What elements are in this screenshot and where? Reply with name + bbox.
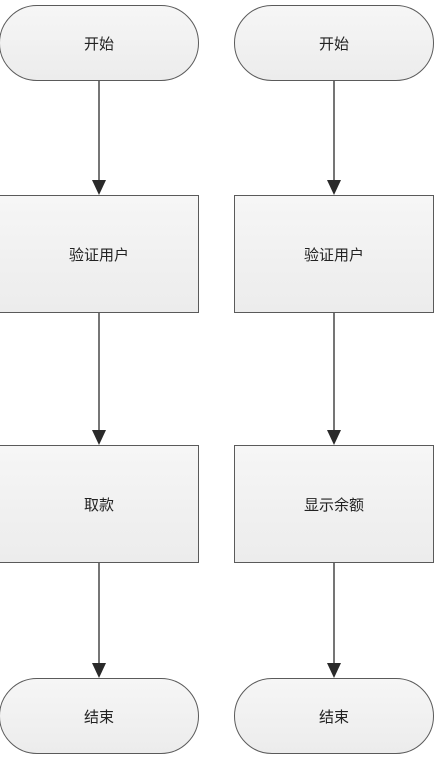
left-withdraw-label: 取款 [83, 495, 114, 514]
right-show-balance-node: 显示余额 [234, 445, 434, 563]
left-verify-user-node: 验证用户 [0, 195, 199, 313]
arrowhead-right-start-to-verify [327, 180, 341, 195]
arrowhead-right-balance-to-end [327, 663, 341, 678]
right-start-node: 开始 [234, 5, 434, 81]
right-start-label: 开始 [318, 34, 349, 53]
left-start-node: 开始 [0, 5, 199, 81]
left-end-node: 结束 [0, 678, 199, 754]
left-withdraw-node: 取款 [0, 445, 199, 563]
right-verify-user-node: 验证用户 [234, 195, 434, 313]
arrowhead-left-start-to-verify [92, 180, 106, 195]
left-end-label: 结束 [83, 707, 114, 726]
left-verify-user-label: 验证用户 [68, 245, 129, 264]
right-verify-user-label: 验证用户 [303, 245, 364, 264]
arrowhead-left-withdraw-to-end [92, 663, 106, 678]
right-end-node: 结束 [234, 678, 434, 754]
left-start-label: 开始 [83, 34, 114, 53]
arrowhead-left-verify-to-withdraw [92, 430, 106, 445]
right-show-balance-label: 显示余额 [303, 495, 364, 514]
arrowhead-right-verify-to-balance [327, 430, 341, 445]
right-end-label: 结束 [318, 707, 349, 726]
